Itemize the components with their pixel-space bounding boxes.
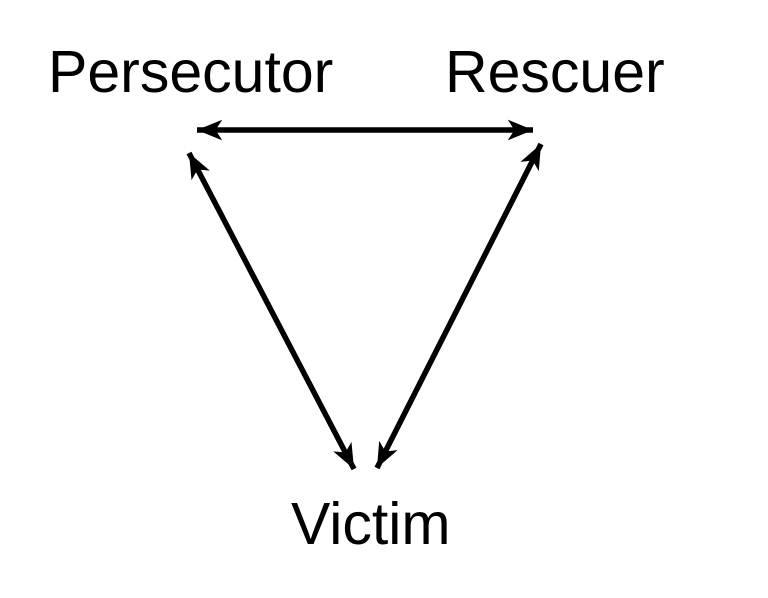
edge-persecutor-victim bbox=[186, 151, 357, 471]
edge-rescuer-victim bbox=[374, 142, 544, 470]
node-label-persecutor: Persecutor bbox=[48, 39, 334, 105]
node-label-victim: Victim bbox=[291, 491, 451, 557]
node-label-rescuer: Rescuer bbox=[445, 39, 665, 105]
